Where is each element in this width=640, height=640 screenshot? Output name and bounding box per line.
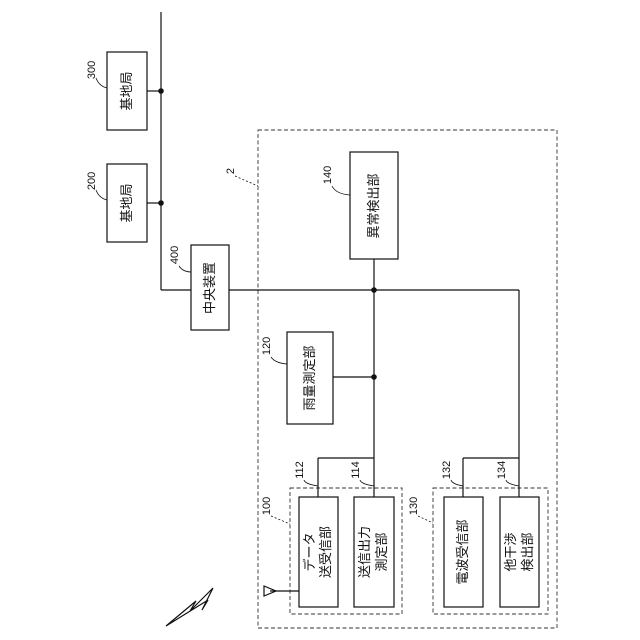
lightning-icon	[166, 588, 213, 626]
power-meter-114: 送信出力 測定部	[354, 497, 394, 607]
radio-receiver-label: 電波受信部	[456, 519, 471, 584]
data-transceiver-112: データ 送受信部	[299, 497, 338, 607]
antenna-icon	[264, 586, 299, 596]
rain-gauge-120: 雨量測定部	[287, 332, 333, 424]
junction-dot	[158, 88, 164, 94]
ref-2: 2	[225, 168, 237, 174]
reference-120: 120	[261, 337, 287, 364]
power-meter-label-line1: 送信出力	[358, 526, 373, 578]
rain-gauge-label: 雨量測定部	[303, 345, 318, 410]
ref-112: 112	[294, 461, 306, 479]
central-unit-label: 中央装置	[203, 262, 218, 314]
base-station-300-label: 基地局	[120, 71, 135, 110]
reference-200: 200	[86, 172, 107, 200]
interference-detector-134: 他干渉 検出部	[500, 497, 539, 607]
interference-detector-label-line2: 検出部	[521, 532, 536, 571]
reference-140: 140	[322, 166, 350, 195]
reference-2: 2	[225, 168, 258, 186]
reference-400: 400	[169, 246, 191, 272]
base-station-200-label: 基地局	[120, 183, 135, 222]
base-station-300: 基地局	[107, 52, 147, 130]
reference-130: 130	[408, 497, 433, 523]
junction-dot	[371, 374, 377, 380]
anomaly-detector-label: 異常検出部	[367, 173, 382, 238]
data-transceiver-label-line1: データ	[302, 532, 318, 571]
reference-132: 132	[441, 461, 463, 486]
ref-114: 114	[350, 461, 362, 479]
reference-112: 112	[294, 461, 318, 486]
interference-detector-label-line1: 他干渉	[504, 532, 519, 571]
data-transceiver-label-line2: 送受信部	[319, 526, 334, 578]
central-unit-400: 中央装置	[191, 245, 229, 330]
radio-receiver-132: 電波受信部	[444, 497, 483, 607]
power-meter-label-line2: 測定部	[375, 532, 390, 571]
junction-dot	[158, 200, 164, 206]
reference-114: 114	[350, 461, 374, 486]
ref-300: 300	[86, 61, 98, 79]
ref-100: 100	[261, 497, 273, 515]
ref-132: 132	[441, 461, 453, 479]
ref-134: 134	[496, 461, 508, 479]
reference-100: 100	[261, 497, 290, 524]
ref-120: 120	[261, 337, 273, 355]
ref-200: 200	[86, 172, 98, 190]
ref-140: 140	[322, 166, 334, 184]
anomaly-detector-140: 異常検出部	[350, 152, 398, 259]
ref-400: 400	[169, 246, 181, 264]
ref-130: 130	[408, 497, 420, 515]
reference-300: 300	[86, 61, 107, 88]
reference-134: 134	[496, 461, 519, 486]
base-station-200: 基地局	[107, 164, 147, 242]
junction-dot	[371, 287, 377, 293]
